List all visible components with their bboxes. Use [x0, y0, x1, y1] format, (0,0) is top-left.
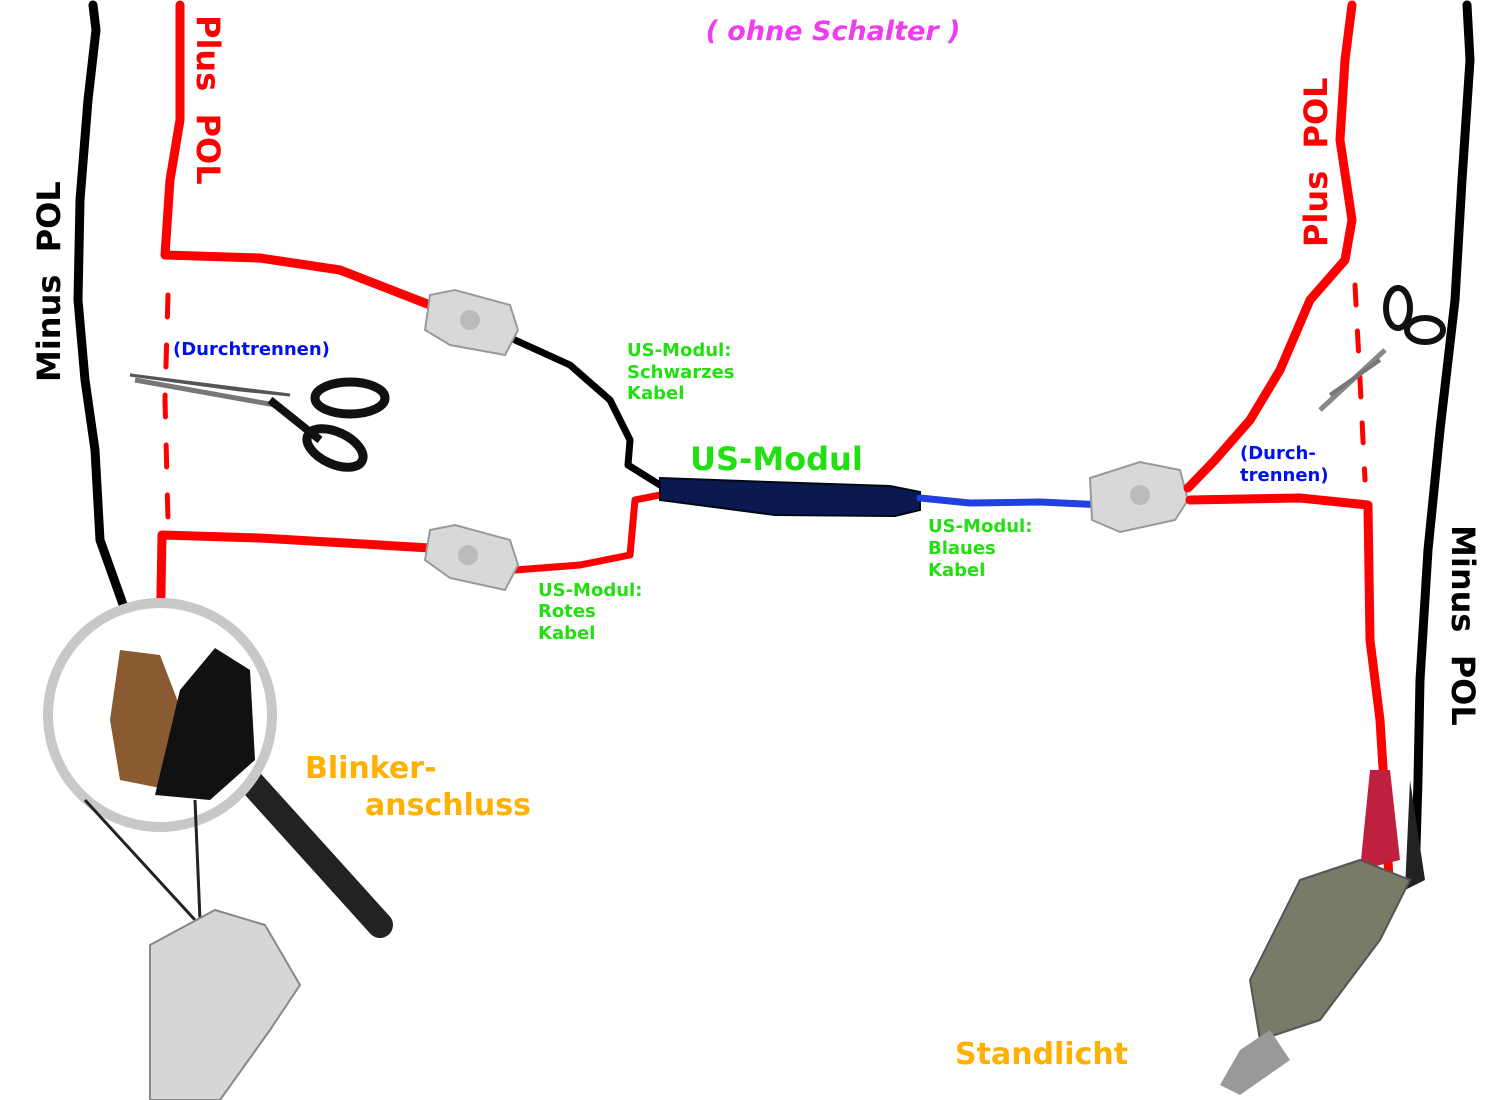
turn-signal-lamp: [83, 798, 302, 1100]
black-cable-label-2: Schwarzes: [627, 362, 735, 383]
parking-light-socket: [1220, 770, 1425, 1095]
left-plus-pol-label: Plus POL: [189, 15, 227, 185]
left-minus-pol-label: Minus POL: [30, 181, 68, 382]
magnifier-icon: [43, 598, 393, 938]
left-lower-red-wire: [155, 530, 435, 655]
blue-module-cable: [916, 494, 1109, 509]
left-cut-note: (Durchtrennen): [173, 339, 330, 360]
right-cut-note-line1: (Durch-: [1240, 443, 1316, 464]
blue-cable-label-2: Blaues: [928, 538, 996, 559]
connector-right: [1088, 460, 1190, 534]
right-plus-pol-label: Plus POL: [1297, 77, 1335, 247]
connector-top-left: [423, 288, 520, 357]
blue-cable-label-1: US-Modul:: [928, 516, 1032, 537]
right-lower-red-wire: [1185, 493, 1395, 905]
right-cut-dashed-wire: [1352, 282, 1368, 483]
parking-light-label: Standlicht: [955, 1037, 1128, 1072]
red-cable-label-1: US-Modul:: [538, 580, 642, 601]
us-module-body: [659, 476, 921, 518]
left-cut-dashed-wire: [162, 292, 171, 523]
blue-cable-label-3: Kabel: [928, 560, 985, 581]
left-minus-wire: [73, 0, 140, 655]
right-cut-note-line2: trennen): [1240, 465, 1329, 486]
black-cable-label-1: US-Modul:: [627, 340, 731, 361]
diagram-title: ( ohne Schalter ): [706, 16, 961, 47]
turn-signal-label-line1: Blinker-: [305, 751, 437, 786]
us-module-label: US-Modul: [690, 440, 863, 478]
turn-signal-label-line2: anschluss: [365, 788, 531, 823]
right-minus-pol-label: Minus POL: [1444, 525, 1482, 726]
red-module-cable: [511, 491, 664, 574]
black-module-cable: [511, 336, 664, 489]
connector-bottom-left: [423, 523, 520, 592]
right-plus-wire: [1183, 0, 1357, 493]
left-plus-wire: [160, 0, 435, 310]
red-cable-label-3: Kabel: [538, 623, 595, 644]
scissors-icon-right: [1318, 285, 1446, 412]
red-cable-label-2: Rotes: [538, 601, 596, 622]
right-minus-wire: [1410, 0, 1475, 885]
scissors-icon-left: [129, 373, 390, 472]
black-cable-label-3: Kabel: [627, 383, 684, 404]
